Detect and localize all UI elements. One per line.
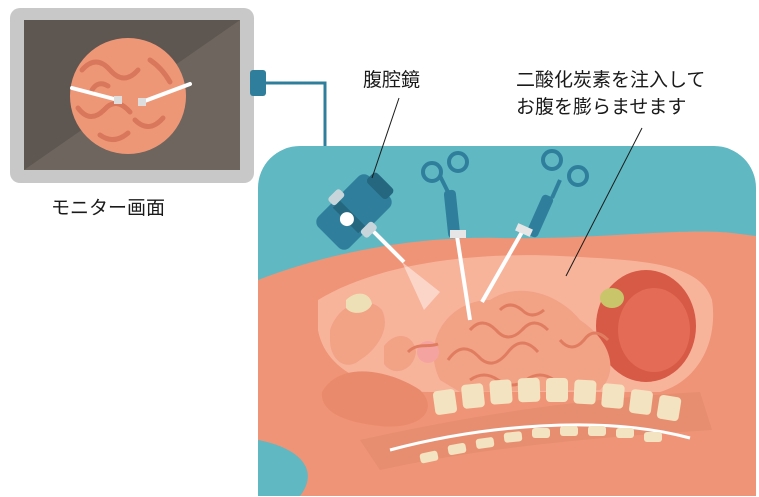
gallbladder (600, 288, 624, 308)
monitor-tip-right (138, 98, 146, 106)
stomach-highlight (618, 288, 690, 372)
co2-label-line1: 二酸化炭素を注入して (516, 68, 705, 92)
laparoscope-label: 腹腔鏡 (363, 68, 420, 92)
monitor-view-circle (70, 38, 186, 154)
monitor (10, 8, 254, 183)
monitor-label: モニター画面 (51, 196, 165, 220)
monitor-tip-left (114, 96, 122, 104)
co2-label-line2: お腹を膨らませます (516, 95, 686, 119)
